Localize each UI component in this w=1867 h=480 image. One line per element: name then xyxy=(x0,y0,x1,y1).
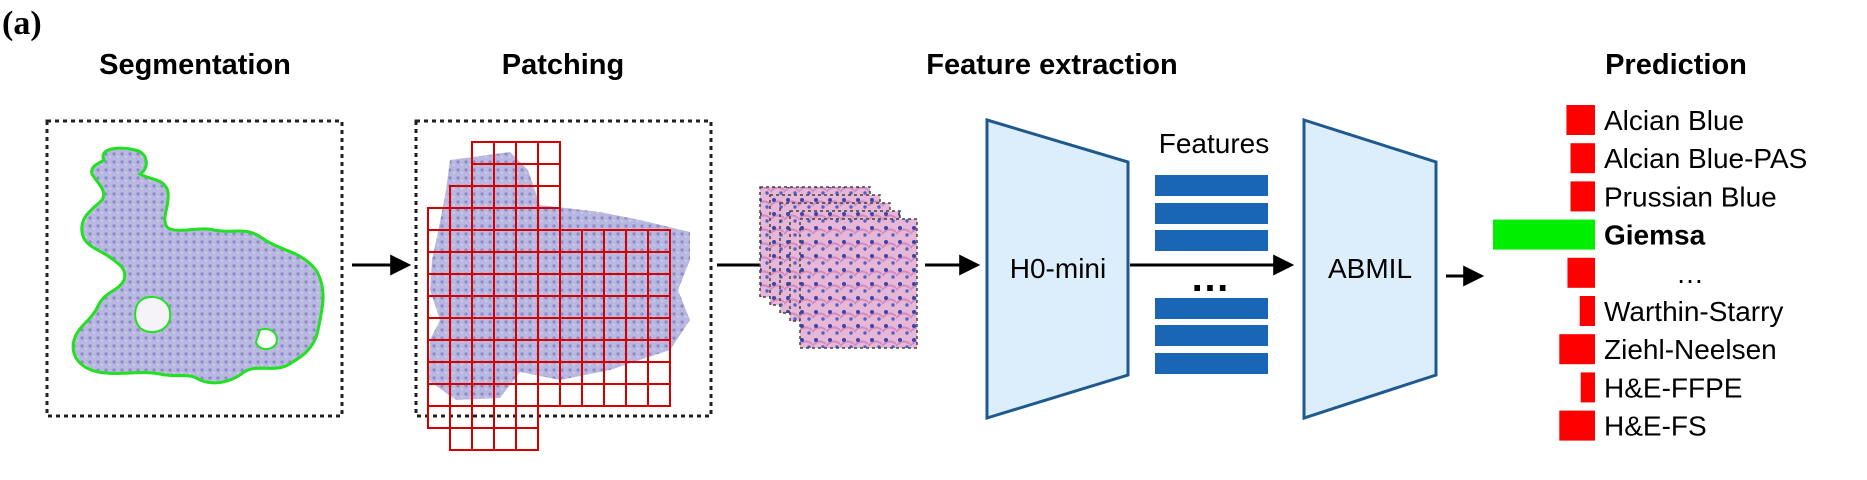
patch-cell xyxy=(471,427,495,451)
prediction-label: Giemsa xyxy=(1604,220,1706,251)
stage-title-patching: Patching xyxy=(502,49,624,81)
encoder-trapezoid xyxy=(985,117,1130,421)
segmentation-panel xyxy=(45,119,344,418)
tissue-slide-thumbnail xyxy=(71,146,325,385)
patch-cell xyxy=(515,427,539,451)
prediction-bar xyxy=(1570,181,1595,212)
prediction-bar xyxy=(1566,105,1595,135)
stage-title-prediction: Prediction xyxy=(1605,49,1747,81)
prediction-label: Alcian Blue-PAS xyxy=(1604,143,1807,174)
prediction-bar xyxy=(1580,372,1595,403)
features-label: Features xyxy=(1159,128,1270,159)
prediction-bar xyxy=(1559,334,1595,365)
prediction-label: Prussian Blue xyxy=(1604,181,1777,212)
prediction-bar xyxy=(1567,257,1595,288)
feature-bars-top xyxy=(1155,175,1268,251)
stage-title-feature-extraction: Feature extraction xyxy=(926,49,1177,81)
panel-label: (a) xyxy=(2,5,42,42)
prediction-label: H&E-FS xyxy=(1604,411,1707,442)
aggregator-block: ABMIL xyxy=(1302,117,1438,421)
prediction-bar xyxy=(1579,296,1595,326)
prediction-label: Alcian Blue xyxy=(1604,105,1744,136)
patch-stack xyxy=(759,186,918,349)
prediction-label: Ziehl-Neelsen xyxy=(1604,334,1777,365)
patch-cell xyxy=(647,383,671,407)
prediction-label: … xyxy=(1676,258,1704,289)
encoder-label: H0-mini xyxy=(1010,253,1106,284)
encoder-block: H0-mini xyxy=(985,117,1130,421)
aggregator-trapezoid xyxy=(1302,117,1438,421)
prediction-bar xyxy=(1493,219,1595,250)
features-ellipsis: … xyxy=(1190,256,1230,300)
prediction-bar xyxy=(1559,410,1595,441)
patching-panel xyxy=(414,119,713,451)
feature-bars-bottom xyxy=(1155,298,1268,374)
patch-cell xyxy=(449,427,473,451)
aggregator-label: ABMIL xyxy=(1328,253,1412,284)
prediction-bar xyxy=(1570,143,1595,174)
patch-grid xyxy=(427,141,671,451)
stage-title-segmentation: Segmentation xyxy=(99,49,291,81)
prediction-label: Warthin-Starry xyxy=(1604,296,1783,327)
prediction-label: H&E-FFPE xyxy=(1604,372,1742,403)
patch-cell xyxy=(493,427,517,451)
